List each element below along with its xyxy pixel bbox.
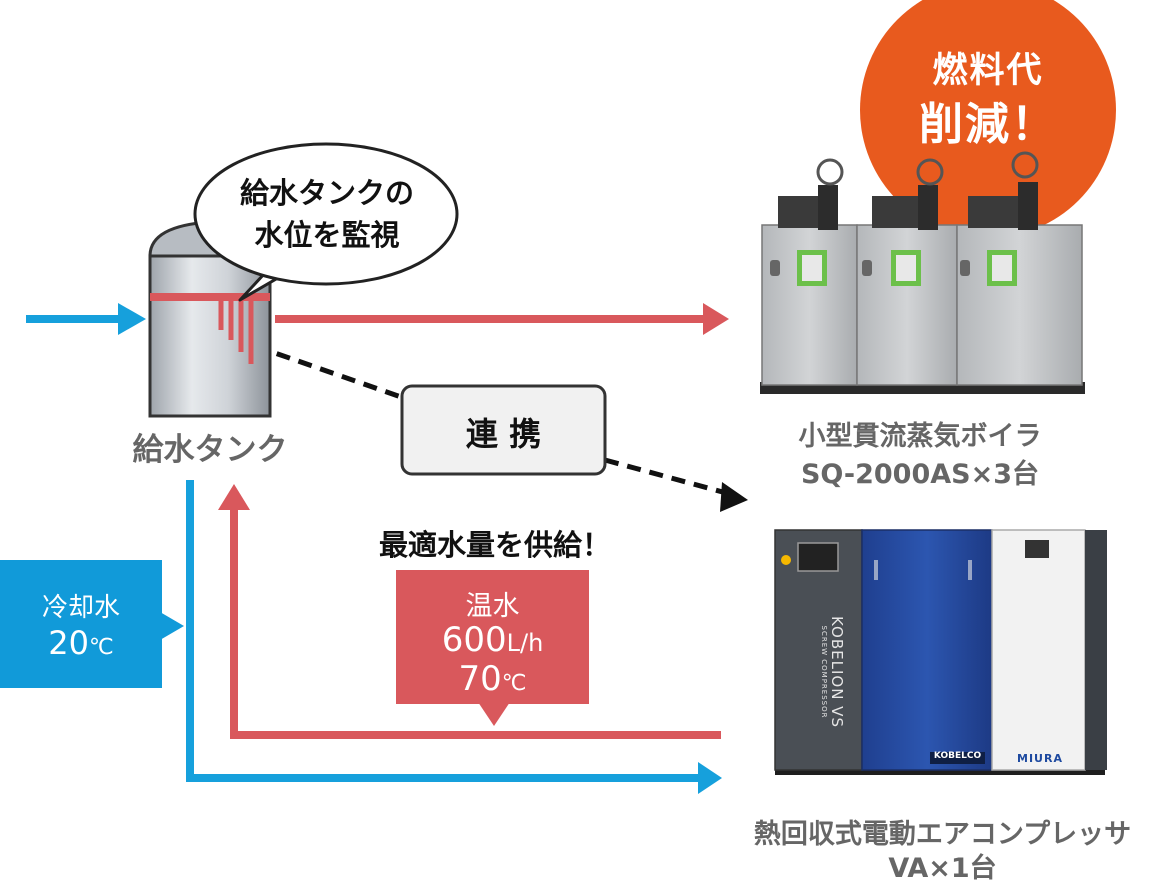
kobelco-logo: KOBELCO [933,751,982,761]
dashed-arrowhead [720,482,748,512]
boiler-unit-illustration [760,151,1085,394]
compressor-side [1085,530,1107,770]
miura-logo: MIURA [1017,752,1063,765]
compressor-blue-panel [861,529,993,771]
cold-water-lines [26,303,722,794]
hot-water-flow: 600L/h [396,620,589,660]
boiler [856,158,958,386]
compressor-label-line2: VA×1台 [888,853,997,884]
compressor-indicator [781,555,791,565]
bubble-text-line2: 水位を監視 [254,218,400,252]
supply-caption: 最適水量を供給！ [378,528,611,562]
cooling-water-temp-value: 20 [48,624,89,662]
cooling-water-title: 冷却水 [41,593,120,623]
boiler [761,158,858,386]
dashed-line-upper [254,343,405,401]
hot-return-line [230,508,721,739]
feed-water-tank [148,220,272,418]
cooling-water-box [0,560,184,688]
cooling-water-temp: 20℃ [0,624,162,662]
tank-label: 給水タンク [132,432,288,468]
cold-feed-line [186,480,700,782]
air-compressor-illustration [774,529,1107,775]
compressor-control-panel [774,529,863,771]
fuel-saving-badge [860,0,1116,238]
bubble-body [193,142,459,286]
cooling-water-box-bg [0,560,162,688]
monitor-speech-bubble [193,142,459,302]
hot-water-box [396,570,589,726]
hot-water-temp: 70℃ [396,659,589,699]
compressor-screen [797,542,839,572]
hot-water-temp-value: 70 [458,659,502,699]
compressor-side-brand-main: KOBELION VS [828,616,846,728]
compressor-side-brand: KOBELION VS SCREW COMPRESSOR [812,607,846,737]
hot-water-flow-value: 600 [441,620,507,660]
bubble-text-line1: 給水タンクの [239,176,414,210]
boiler-label-line1: 小型貫流蒸気ボイラ [798,421,1042,452]
hot-water-flow-unit: L/h [506,629,544,657]
hot-water-box-pointer [478,702,510,726]
hot-return-arrowhead [218,484,250,510]
boiler-feed-arrowhead [703,303,729,335]
cooling-water-box-pointer [160,612,184,640]
link-box [400,384,607,476]
link-box-label: 連 携 [465,415,542,453]
bubble-joint [257,259,291,271]
badge-circle [860,0,1116,238]
compressor-side-brand-sub: SCREW COMPRESSOR [820,625,828,719]
boiler-label-line2: SQ-2000AS×3台 [800,459,1039,490]
compressor-label-line1: 熱回収式電動エアコンプレッサ [753,819,1132,850]
control-link [254,343,748,512]
badge-line1: 燃料代 [932,51,1044,91]
cold-feed-arrowhead [698,762,722,794]
hot-water-lines [218,303,729,739]
dashed-line-lower [604,457,731,497]
inlet-arrowhead [118,303,146,335]
badge-line2: 削減！ [919,99,1057,150]
compressor-sub-screen [1025,540,1049,558]
hot-water-box-bg [396,570,589,704]
hot-water-title: 温水 [465,591,520,622]
boiler [956,151,1083,386]
compressor-white-panel [991,529,1086,771]
cooling-water-temp-unit: ℃ [89,635,114,660]
hot-water-temp-unit: ℃ [501,671,527,696]
